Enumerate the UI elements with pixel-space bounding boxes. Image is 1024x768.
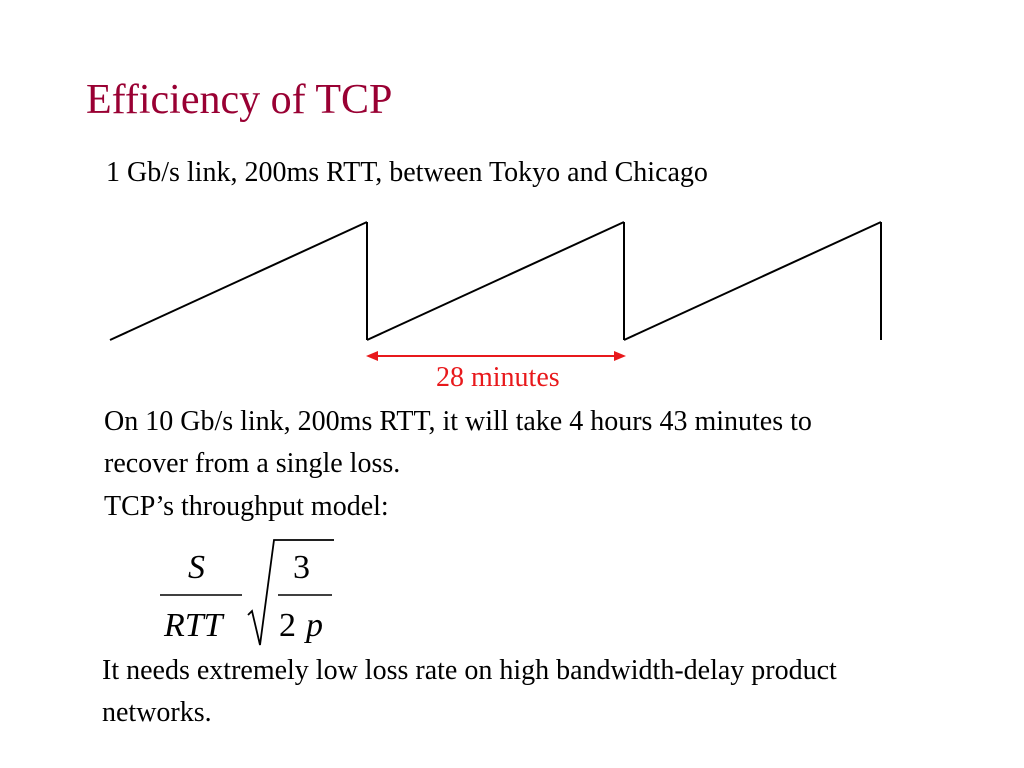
sawtooth-ramp bbox=[623, 221, 882, 341]
interval-arrow-left-head bbox=[366, 351, 378, 361]
formula-lines bbox=[160, 539, 334, 646]
sawtooth-ramp bbox=[366, 221, 625, 341]
sawtooth-lines bbox=[109, 221, 882, 341]
formula-numerator-3: 3 bbox=[293, 549, 310, 586]
conclusion-text: It needs extremely low loss rate on high… bbox=[102, 655, 837, 728]
formula-denominator-p: p bbox=[306, 607, 323, 644]
model-label: TCP’s throughput model: bbox=[104, 491, 389, 522]
throughput-formula: S RTT 3 2 p bbox=[150, 535, 350, 650]
interval-label: 28 minutes bbox=[436, 362, 560, 393]
interval-arrow bbox=[366, 351, 626, 361]
recovery-text: On 10 Gb/s link, 200ms RTT, it will take… bbox=[104, 406, 812, 479]
slide-title: Efficiency of TCP bbox=[86, 77, 393, 123]
scenario-text: 1 Gb/s link, 200ms RTT, between Tokyo an… bbox=[106, 157, 708, 188]
sqrt-sign bbox=[247, 539, 334, 646]
formula-denominator-2: 2 bbox=[279, 607, 296, 644]
interval-arrow-right-head bbox=[614, 351, 626, 361]
sawtooth-ramp bbox=[109, 221, 368, 341]
formula-numerator-s: S bbox=[188, 549, 205, 586]
formula-denominator-rtt: RTT bbox=[164, 607, 223, 644]
